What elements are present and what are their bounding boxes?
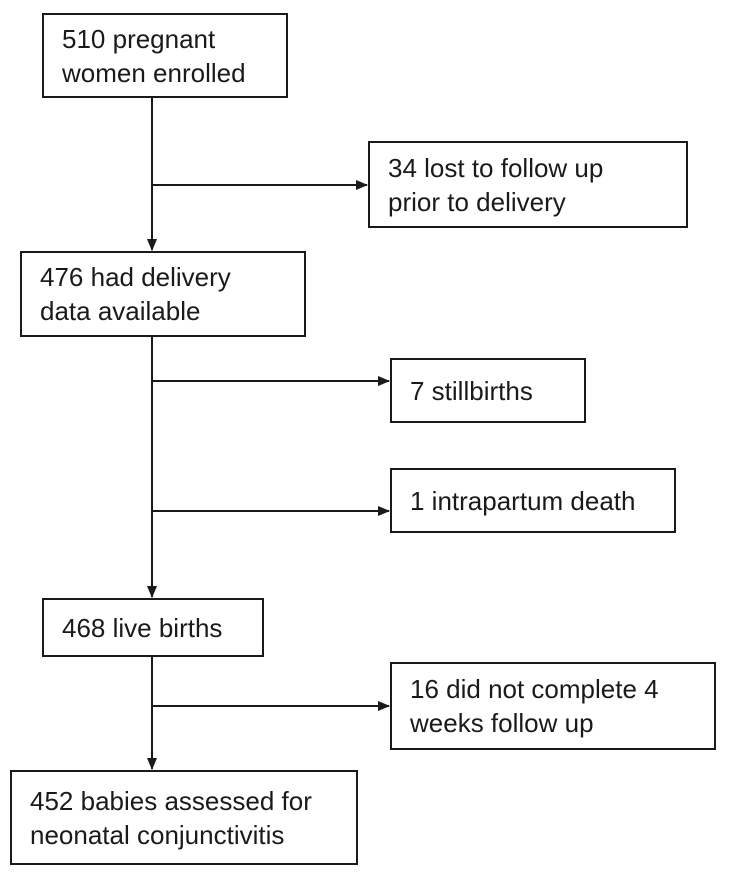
incomplete-line-2: weeks follow up <box>410 708 594 738</box>
assessed-line-2: neonatal conjunctivitis <box>30 819 285 850</box>
babies-assessed-box: 452 babies assessed for neonatal conjunc… <box>10 770 358 865</box>
lost-line-2: prior to delivery <box>388 186 566 217</box>
lost-line-1: 34 lost to follow up <box>388 152 604 183</box>
incomplete-line-1: 16 did not complete 4 <box>410 674 659 704</box>
delivery-data-box: 476 had delivery data available <box>20 251 306 337</box>
intrapartum-death-box: 1 intrapartum death <box>390 468 676 533</box>
stillbirths-box: 7 stillbirths <box>390 358 586 423</box>
delivery-line-1: 476 had delivery <box>40 262 231 292</box>
incomplete-follow-up-box: 16 did not complete 4 weeks follow up <box>390 662 716 750</box>
intrapartum-line-1: 1 intrapartum death <box>410 485 636 516</box>
enrolled-line-2: women enrolled <box>62 57 246 88</box>
live-births-box: 468 live births <box>42 598 264 657</box>
stillbirths-line-1: 7 stillbirths <box>410 375 533 406</box>
enrolled-line-1: 510 pregnant <box>62 23 216 54</box>
assessed-line-1: 452 babies assessed for <box>30 785 312 816</box>
delivery-line-2: data available <box>40 296 201 326</box>
enrolled-box: 510 pregnant women enrolled <box>42 13 288 98</box>
live-births-line-1: 468 live births <box>62 612 223 643</box>
lost-to-follow-up-box: 34 lost to follow up prior to delivery <box>368 141 688 228</box>
